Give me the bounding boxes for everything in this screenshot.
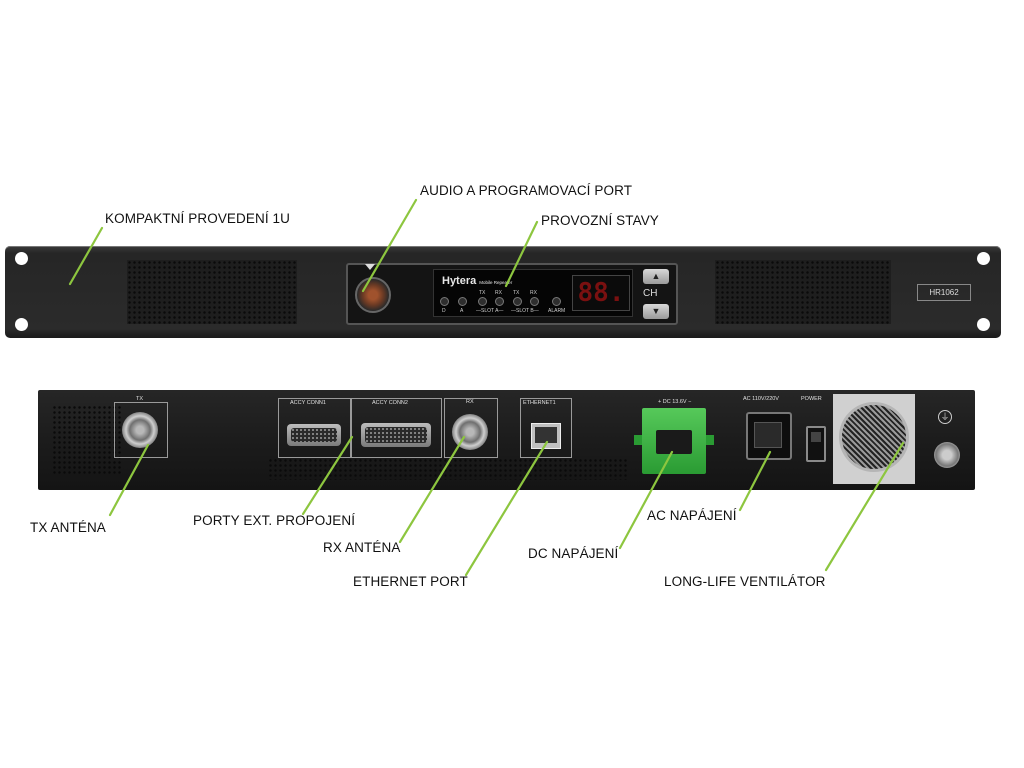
- rx-port-label: RX: [466, 399, 474, 405]
- ethernet-port[interactable]: [531, 423, 561, 449]
- dc-power-terminal[interactable]: [634, 408, 714, 474]
- accy-conn2-port[interactable]: [361, 423, 431, 447]
- accy-conn1-port[interactable]: [287, 424, 341, 446]
- ethernet-label: ETHERNET1: [523, 400, 556, 406]
- alarm-label: ALARM: [548, 308, 566, 314]
- label-fan: LONG-LIFE VENTILÁTOR: [664, 574, 826, 589]
- label-ac-power: AC NAPÁJENÍ: [647, 508, 737, 523]
- channel-up-button[interactable]: ▲: [643, 269, 669, 284]
- led-label-rx: RX: [495, 290, 502, 296]
- led-label-tx: TX: [479, 290, 486, 296]
- ac-label: AC 110V/220V: [743, 396, 779, 402]
- mount-hole: [15, 318, 28, 331]
- led-label-tx: TX: [513, 290, 520, 296]
- accy-conn1-label: ACCY CONN1: [290, 400, 326, 406]
- status-led: [458, 297, 467, 306]
- power-label: POWER: [801, 396, 822, 402]
- label-status: PROVOZNÍ STAVY: [541, 213, 659, 228]
- mount-hole: [977, 252, 990, 265]
- label-ethernet: ETHERNET PORT: [353, 574, 468, 589]
- dc-label: + DC 13.6V −: [658, 399, 692, 405]
- status-led: [513, 297, 522, 306]
- mount-hole: [977, 318, 990, 331]
- status-led: [440, 297, 449, 306]
- tx-antenna-connector[interactable]: [122, 412, 158, 448]
- status-led: [495, 297, 504, 306]
- slot-a-label: —SLOT A—: [476, 308, 504, 314]
- label-compact: KOMPAKTNÍ PROVEDENÍ 1U: [105, 211, 290, 226]
- led-label-a: A: [460, 308, 464, 314]
- label-dc-power: DC NAPÁJENÍ: [528, 546, 619, 561]
- rx-antenna-connector[interactable]: [452, 414, 488, 450]
- accy-conn2-label: ACCY CONN2: [372, 400, 408, 406]
- alarm-led: [552, 297, 561, 306]
- channel-label: CH: [643, 288, 658, 299]
- power-switch[interactable]: [806, 426, 826, 462]
- accy-conn2-frame: [350, 398, 442, 458]
- label-audio-port: AUDIO A PROGRAMOVACÍ PORT: [420, 183, 633, 198]
- port-indicator-arrow: [365, 264, 375, 270]
- tx-port-label: TX: [136, 396, 144, 402]
- rear-vent-left: [52, 405, 122, 475]
- led-label-d: D: [442, 308, 446, 314]
- audio-programming-port[interactable]: [355, 277, 391, 313]
- status-led: [530, 297, 539, 306]
- label-ext-ports: PORTY EXT. PROPOJENÍ: [193, 513, 356, 528]
- ground-icon: ⏚: [938, 410, 952, 424]
- rear-panel: TX ACCY CONN1 ACCY CONN2 RX ETHERNET1 + …: [38, 390, 975, 490]
- channel-display: 88.: [572, 275, 630, 311]
- slot-b-label: —SLOT B—: [511, 308, 539, 314]
- front-vent-left: [127, 260, 297, 324]
- status-led: [478, 297, 487, 306]
- ac-power-inlet[interactable]: [746, 412, 792, 460]
- label-rx-antenna: RX ANTÉNA: [323, 540, 401, 555]
- rear-vent-bottom: [268, 458, 628, 480]
- front-vent-right: [715, 260, 891, 324]
- channel-down-button[interactable]: ▼: [643, 304, 669, 319]
- fan-grille: [839, 402, 909, 472]
- led-label-rx: RX: [530, 290, 537, 296]
- model-badge: HR1062: [917, 284, 971, 301]
- label-tx-antenna: TX ANTÉNA: [30, 520, 106, 535]
- mount-hole: [15, 252, 28, 265]
- ground-terminal[interactable]: [934, 442, 960, 468]
